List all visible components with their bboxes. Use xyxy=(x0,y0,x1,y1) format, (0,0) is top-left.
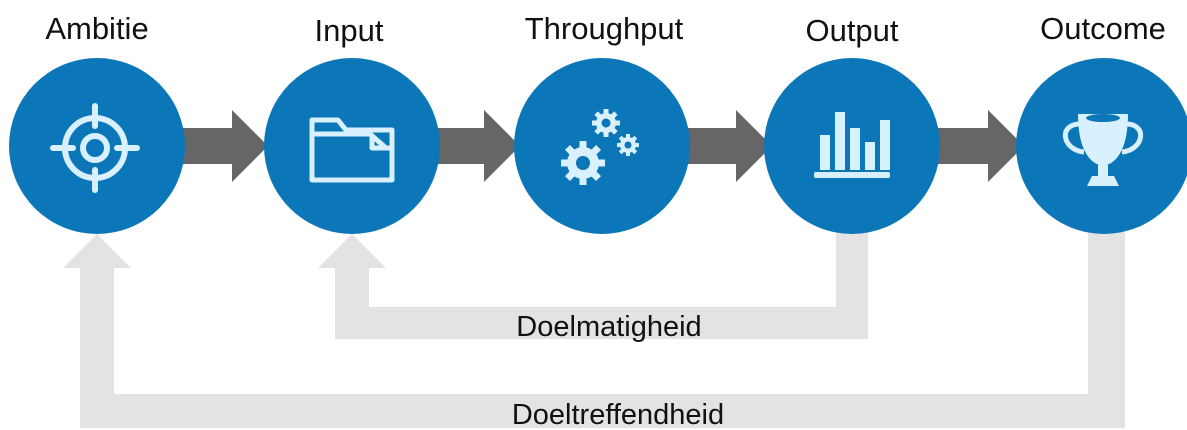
stage-label-input: Input xyxy=(315,13,384,48)
bar-chart-icon xyxy=(814,112,890,178)
stage-label-output: Output xyxy=(805,13,898,48)
stage-circle-throughput xyxy=(514,58,690,234)
forward-arrow-throughput-output xyxy=(684,110,772,182)
gears-icon xyxy=(561,109,639,185)
stage-circle-input xyxy=(264,58,440,234)
forward-arrow-input-throughput xyxy=(432,110,520,182)
folder-icon xyxy=(309,117,395,183)
stage-label-outcome: Outcome xyxy=(1040,11,1166,46)
effectiveness-label: Doeltreffendheid xyxy=(512,399,724,430)
efficiency-label: Doelmatigheid xyxy=(516,311,701,343)
trophy-icon xyxy=(1062,114,1144,186)
target-icon xyxy=(50,103,140,193)
forward-arrow-ambitie-input xyxy=(180,110,268,182)
forward-arrow-output-outcome xyxy=(936,110,1024,182)
effectiveness-feedback-arrow xyxy=(63,228,1125,428)
stage-label-ambitie: Ambitie xyxy=(45,11,148,46)
stage-label-throughput: Throughput xyxy=(525,11,684,46)
efficiency-feedback-arrow xyxy=(318,228,868,339)
stage-circle-ambitie xyxy=(9,58,185,234)
